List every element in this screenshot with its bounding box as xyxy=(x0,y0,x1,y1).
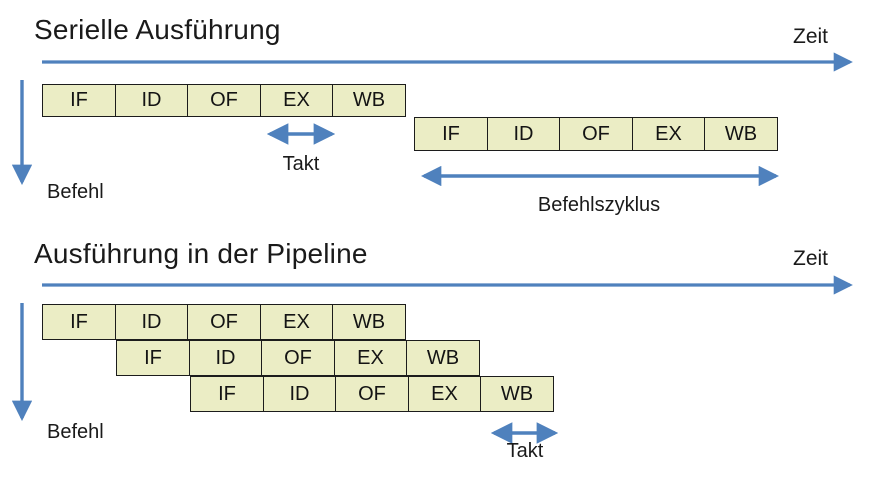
time-axis-label-serial: Zeit xyxy=(793,25,829,48)
befehlszyklus-label: Befehlszyklus xyxy=(537,194,661,216)
stage-cell: ID xyxy=(262,376,337,412)
stage-cell: ID xyxy=(114,304,189,340)
stage-cell: EX xyxy=(631,117,706,151)
pipeline-row-3: IF ID OF EX WB xyxy=(190,376,554,412)
stage-cell: WB xyxy=(704,117,778,151)
instruction-axis-label-serial: Befehl xyxy=(47,181,104,203)
stage-cell: IF xyxy=(116,340,190,376)
stage-cell: WB xyxy=(480,376,554,412)
stage-cell: ID xyxy=(188,340,263,376)
stage-cell: EX xyxy=(259,84,334,117)
time-axis-label-pipeline: Zeit xyxy=(793,247,829,270)
stage-cell: OF xyxy=(559,117,633,151)
stage-cell: IF xyxy=(42,304,116,340)
takt-label-pipeline: Takt xyxy=(506,440,544,462)
section-title-serial: Serielle Ausführung xyxy=(34,14,281,45)
pipeline-row-2: IF ID OF EX WB xyxy=(116,340,480,376)
instruction-axis-label-pipeline: Befehl xyxy=(47,421,104,443)
stage-cell: EX xyxy=(333,340,408,376)
stage-cell: IF xyxy=(42,84,116,117)
stage-cell: ID xyxy=(114,84,189,117)
takt-label-serial: Takt xyxy=(282,153,320,175)
stage-cell: WB xyxy=(332,84,406,117)
stage-cell: WB xyxy=(406,340,480,376)
section-title-pipeline: Ausführung in der Pipeline xyxy=(34,238,368,269)
stage-cell: EX xyxy=(407,376,482,412)
serial-row-2: IF ID OF EX WB xyxy=(414,117,778,151)
stage-cell: OF xyxy=(187,304,261,340)
stage-cell: WB xyxy=(332,304,406,340)
stage-cell: ID xyxy=(486,117,561,151)
stage-cell: EX xyxy=(259,304,334,340)
pipeline-row-1: IF ID OF EX WB xyxy=(42,304,406,340)
stage-cell: IF xyxy=(190,376,264,412)
stage-cell: OF xyxy=(261,340,335,376)
stage-cell: OF xyxy=(335,376,409,412)
stage-cell: OF xyxy=(187,84,261,117)
stage-cell: IF xyxy=(414,117,488,151)
serial-row-1: IF ID OF EX WB xyxy=(42,84,406,117)
